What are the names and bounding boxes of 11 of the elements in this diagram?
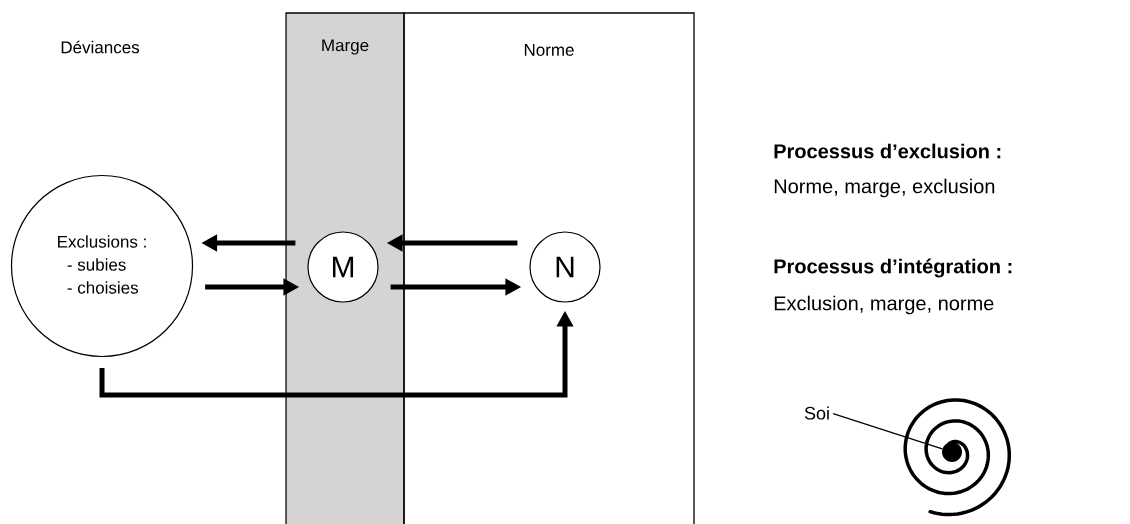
region-label: Déviances <box>61 40 140 54</box>
leader-line <box>832 413 943 450</box>
heading: Processus d’exclusion : <box>774 143 1001 159</box>
circle-node: M <box>307 231 379 303</box>
description-text: Norme, marge, exclusion <box>774 178 995 198</box>
node-label: Soi <box>804 406 829 420</box>
center-dot <box>942 442 962 462</box>
description-text: Exclusion, marge, norme <box>774 295 994 315</box>
circle-node: Exclusions : - subies - choisies <box>10 174 194 358</box>
heading: Processus d’intégration : <box>774 258 1012 278</box>
circle-node: N <box>529 231 601 303</box>
